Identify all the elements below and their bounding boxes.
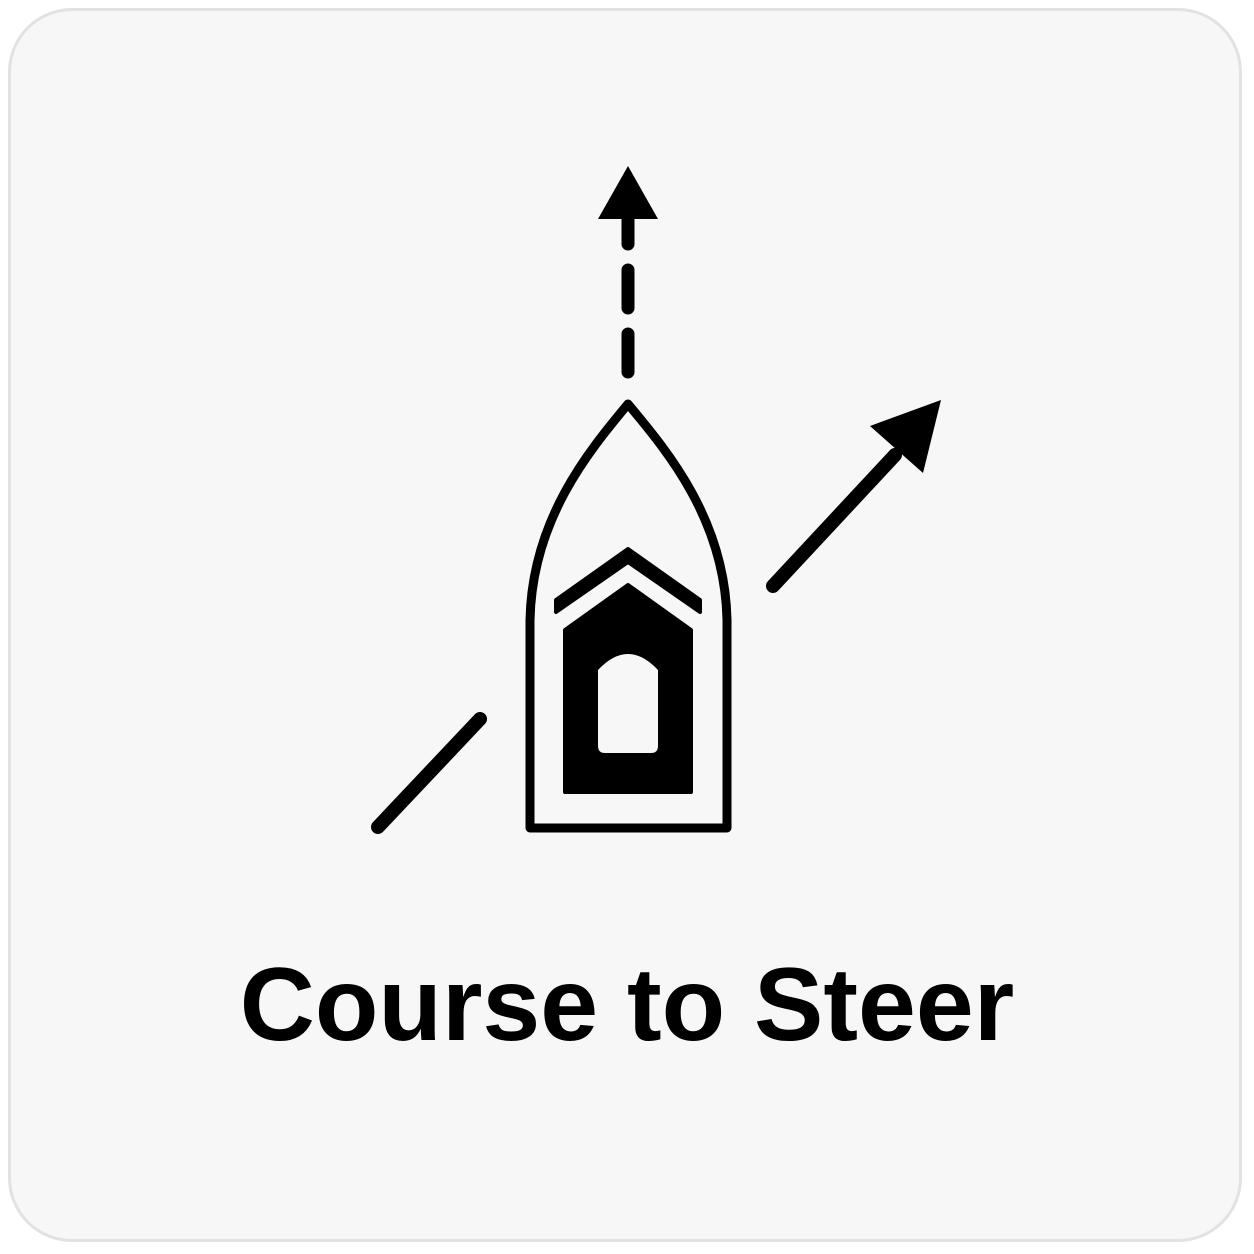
course-arrow-icon [371,400,941,834]
boat-hull-icon [525,399,732,833]
caption-label: Course to Steer [239,947,1015,1063]
cabin-window-icon [598,654,658,753]
cabin-roof-icon [554,547,702,614]
heading-arrow-icon [598,166,658,379]
